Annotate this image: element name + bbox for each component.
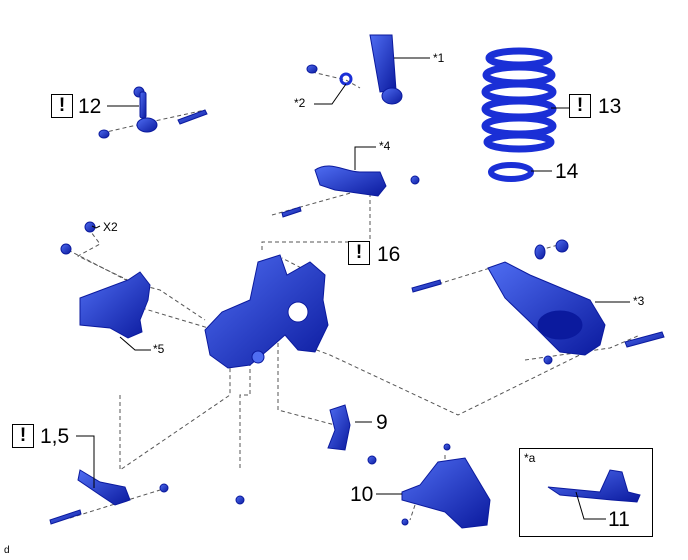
quantity-label-x2: X2 [103, 220, 118, 234]
part-label-13: 13 [598, 95, 622, 118]
corner-letter: d [4, 545, 10, 556]
caution-icon: ! [348, 241, 370, 265]
inset-label: *a [524, 451, 536, 465]
coil-spring-part-13 [481, 47, 557, 153]
inset-frame [519, 448, 653, 537]
toe-control-arm-part-1-5 [49, 469, 245, 525]
leader-lines [76, 57, 630, 520]
upper-arm-part [281, 165, 420, 218]
lower-arm-right-part [411, 239, 665, 365]
annotation-label-4: *4 [379, 139, 391, 153]
stabilizer-link-part-12 [98, 86, 208, 139]
spring-insulator-part-14 [488, 162, 534, 182]
part-label-1-5: 1,5 [40, 425, 70, 448]
rear-axle-carrier-part-16 [204, 254, 329, 369]
annotation-label-2: *2 [294, 96, 306, 110]
part-label-10: 10 [350, 483, 374, 506]
bracket-part-9 [327, 404, 377, 465]
annotation-label-1: *1 [433, 51, 445, 65]
inset-stabilizer-bar-part-11 [547, 469, 641, 503]
part-label-9: 9 [376, 411, 388, 434]
annotation-label-3: *3 [633, 294, 645, 308]
lower-arm-left-part [60, 221, 151, 339]
caution-icon: ! [569, 94, 591, 118]
part-label-16: 16 [377, 243, 401, 266]
shock-absorber-part [306, 34, 403, 105]
part-label-11: 11 [608, 508, 630, 531]
cover-part-10 [401, 443, 491, 529]
caution-icon: ! [12, 424, 34, 448]
caution-icon: ! [51, 94, 73, 118]
annotation-label-5: *5 [153, 342, 165, 356]
part-label-12: 12 [78, 95, 102, 118]
part-label-14: 14 [555, 160, 579, 183]
